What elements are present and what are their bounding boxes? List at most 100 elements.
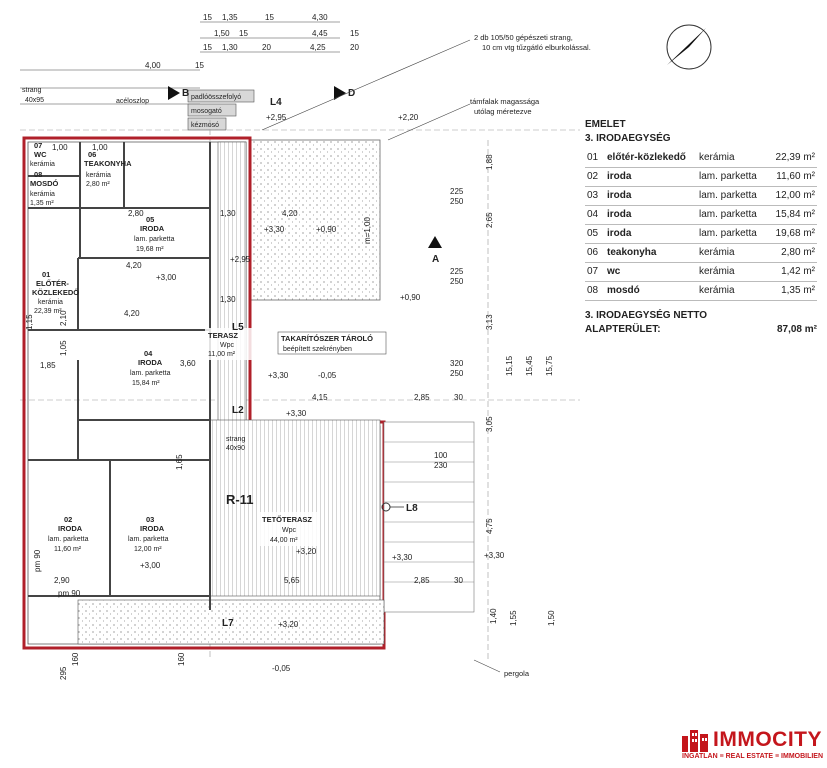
sink-tag [187,103,237,117]
dim-230: 230 [434,461,448,470]
dim-1-88: 1,88 [485,154,494,170]
svg-text:IRODA: IRODA [138,358,163,367]
elev-plus-3-30a: +3,30 [264,225,285,234]
dim-250a: 250 [450,197,464,206]
dim-15-45: 15,45 [525,355,534,376]
svg-text:08: 08 [34,170,42,179]
svg-text:12,00 m²: 12,00 m² [134,546,162,553]
dim-4-00: 4,00 [145,61,161,70]
section-b-label: B [182,88,189,99]
svg-text:IRODA: IRODA [140,524,165,533]
section-a-label: A [432,254,439,265]
sink-label: mosogató [191,108,222,115]
cleaning-storage-tag [277,331,387,355]
svg-text:11,60 m²: 11,60 m² [54,546,82,553]
dim-1-40: 1,40 [489,608,498,624]
dim-30a: 30 [454,393,463,402]
legend-cell-num: 07 [585,262,605,282]
elev-plus-2-95b: +2,95 [230,255,251,264]
dim-15-15: 15,15 [505,355,514,376]
elev-plus-2-95a: +2,95 [266,113,287,122]
svg-text:22,39 m²: 22,39 m² [34,308,62,315]
label-l8: L8 [406,503,418,514]
gutter-label: padlóösszefolyó [191,94,241,101]
dim-top-3e: 20 [350,43,359,52]
net-label-2: ALAPTERÜLET: [585,324,661,335]
strang-note-tl: strang [22,87,42,94]
room-tetoterasz: TETŐTERASZ Wpc 44,00 m² [258,512,320,546]
dim-1-30b: 1,30 [220,295,236,304]
elev-plus-3-00b: +3,00 [140,561,161,570]
dim-1-65: 1,65 [175,454,184,470]
dim-top-1b: 1,35 [222,13,238,22]
dim-225b: 225 [450,267,464,276]
section-b-marker [168,86,180,100]
section-d-marker [334,86,346,100]
dim-3-05: 3,05 [485,416,494,432]
dim-320: 320 [450,359,464,368]
label-l5: L5 [232,322,244,333]
svg-text:02: 02 [64,515,72,524]
elev-plus-3-20a: +3,20 [296,547,317,556]
room-07: 07 WC kerámia [30,141,55,168]
svg-text:kerámia: kerámia [30,161,55,168]
interior-walls [28,142,211,610]
terrace-deck [217,141,247,423]
dim-15-a: 15 [195,61,204,70]
svg-text:06: 06 [88,150,96,159]
dim-250c: 250 [450,369,464,378]
room-03: 03 IRODA lam. parketta 12,00 m² [128,515,169,553]
dim-top-3b: 1,30 [222,43,238,52]
net-label-1: 3. IRODAEGYSÉG NETTO [585,310,708,321]
dim-15-75: 15,75 [545,355,554,376]
room-terasz: TERASZ Wpc 11,00 m² [205,328,257,360]
svg-text:lam. parketta: lam. parketta [128,536,169,543]
logo-name: IMMOCITY [713,728,822,751]
svg-text:15,84 m²: 15,84 m² [132,380,160,387]
svg-text:lam. parketta: lam. parketta [48,536,89,543]
legend-cell-material: lam. parketta [697,224,768,244]
svg-text:04: 04 [144,349,153,358]
svg-text:Wpc: Wpc [220,342,235,349]
room-05: 05 IRODA lam. parketta 19,68 m² [134,215,175,253]
legend-cell-num: 04 [585,205,605,225]
planter-strip [77,599,385,645]
dim-3-13: 3,13 [485,314,494,330]
legend-cell-name: iroda [605,224,697,244]
cleaning-storage-label: TAKARÍTÓSZER TÁROLÓ [281,334,373,343]
svg-text:IRODA: IRODA [140,224,165,233]
unit-code: R-11 [226,492,253,507]
legend-cell-name: mosdó [605,281,697,301]
room-04: 04 IRODA lam. parketta 15,84 m² [130,349,171,387]
dim-1-15: 1,15 [25,314,34,330]
gutter-tag [187,89,255,103]
dim-1-55: 1,55 [509,610,518,626]
handwash-label: kézmosó [191,122,219,129]
svg-text:WC: WC [34,150,47,159]
elev-plus-3-00a: +3,00 [156,273,177,282]
svg-text:MOSDÓ: MOSDÓ [30,179,59,188]
legend-cell-area: 12,00 m² [767,186,817,206]
elev-minus-0-05b: -0,05 [272,664,291,673]
room-06: 06 TEAKONYHA kerámia 2,80 m² [84,150,132,188]
legend-cell-name: wc [605,262,697,282]
dim-2-80: 2,80 [128,209,144,218]
room-02: 02 IRODA lam. parketta 11,60 m² [48,515,89,553]
dim-2-90: 2,90 [54,576,70,585]
legend-cell-num: 03 [585,186,605,206]
strang-size-mid: 40x90 [226,445,245,452]
legend-cell-area: 15,84 m² [767,205,817,225]
logo-tagline: INGATLAN ≡ REAL ESTATE ≡ IMMOBILIEN [682,753,824,760]
dim-top-2c: 4,45 [312,29,328,38]
roof-terrace-deck [209,419,381,597]
dim-1-50: 1,50 [547,610,556,626]
dim-1-00b: 1,00 [92,143,108,152]
dim-top-2d: 15 [350,29,359,38]
legend-cell-num: 05 [585,224,605,244]
elev-plus-0-90b: +0,90 [400,293,421,302]
dim-2-10: 2,10 [59,310,68,326]
legend-cell-num: 02 [585,167,605,187]
